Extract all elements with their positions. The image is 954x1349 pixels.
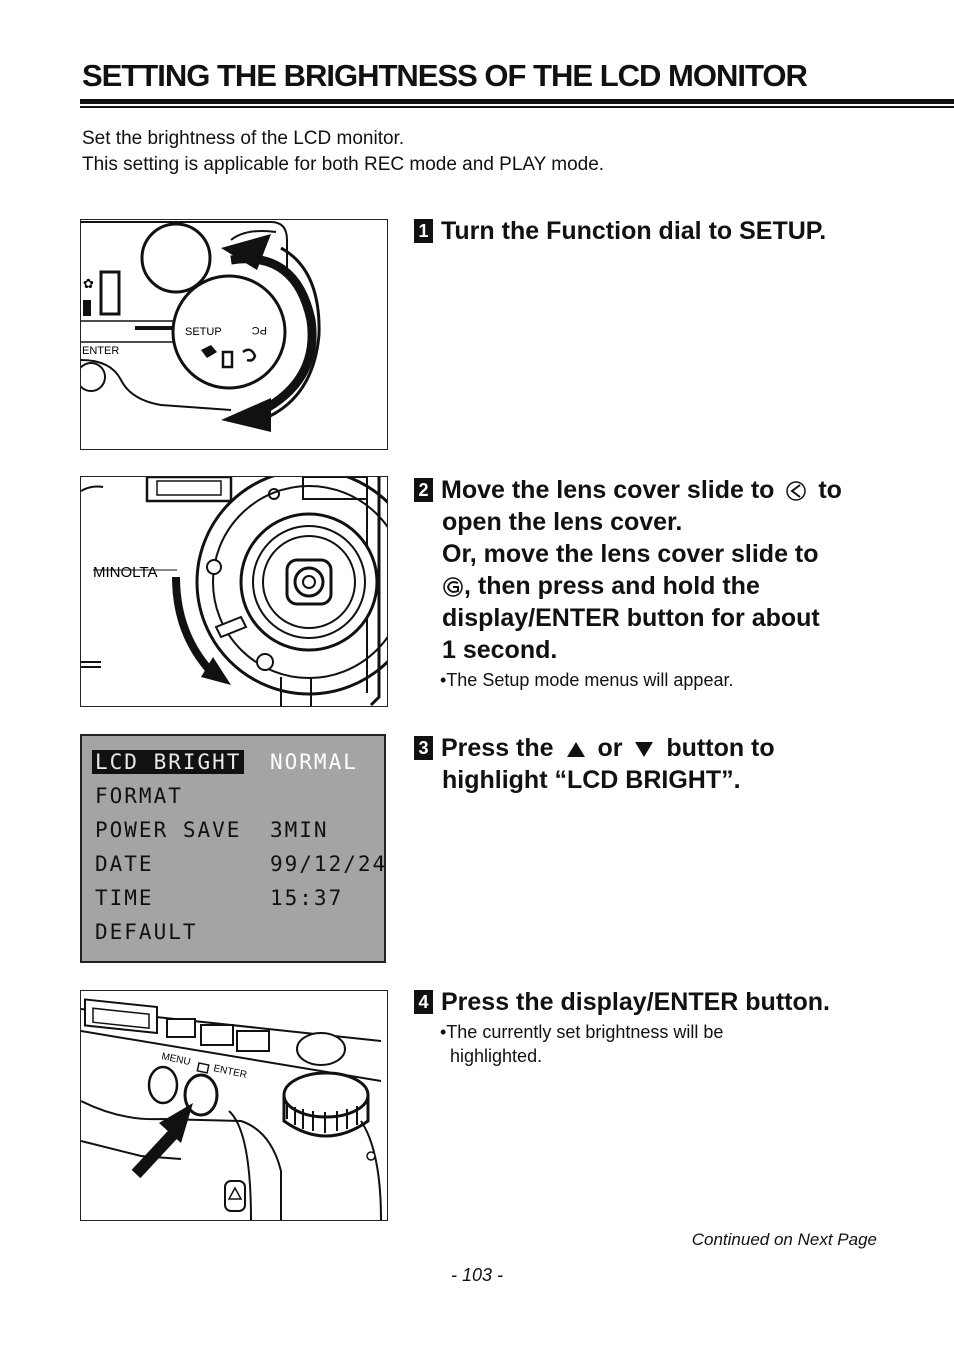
lens-open-icon bbox=[786, 481, 807, 502]
display-enter-button bbox=[183, 1073, 219, 1117]
step-2-heading-line-5: display/ENTER button for about bbox=[442, 604, 820, 632]
intro-line-1: Set the brightness of the LCD monitor. bbox=[82, 128, 405, 149]
function-dial-illustration: ✿ ENTER SETUP PC bbox=[80, 219, 388, 450]
down-triangle-icon bbox=[635, 742, 654, 758]
lcd-row-label: POWER SAVE bbox=[95, 818, 242, 842]
menu-button bbox=[147, 1065, 179, 1105]
lcd-row-value: NORMAL bbox=[270, 750, 358, 774]
lcd-row-label: TIME bbox=[95, 886, 154, 910]
lcd-row-time: TIME 15:37 bbox=[95, 884, 341, 912]
step-3-heading-line-2: highlight “LCD BRIGHT”. bbox=[442, 766, 741, 794]
lcd-row-value: 3MIN bbox=[270, 818, 329, 842]
step-1: 1 Turn the Function dial to SETUP. bbox=[414, 215, 914, 247]
step-4: 4 Press the display/ENTER button. •The cu… bbox=[414, 986, 914, 1068]
step-3-heading-part-a: Press the bbox=[441, 734, 554, 762]
step-number: 3 bbox=[414, 736, 433, 760]
enter-label: ENTER bbox=[82, 345, 119, 357]
enter-button-illustration: MENU ENTER bbox=[80, 990, 388, 1221]
function-dial bbox=[171, 274, 287, 390]
step-2-note: •The Setup mode menus will appear. bbox=[440, 670, 734, 690]
lcd-row-format: FORMAT bbox=[95, 782, 183, 810]
continued-note: Continued on Next Page bbox=[691, 1230, 877, 1249]
lens-play-icon bbox=[443, 577, 463, 598]
lens-cover-illustration: MINOLTA bbox=[80, 476, 388, 707]
step-2-heading-line-4: , then press and hold the bbox=[464, 572, 760, 600]
enter-label: ENTER bbox=[212, 1063, 247, 1081]
lcd-row-label: DEFAULT bbox=[95, 920, 198, 944]
lcd-row-lcd-bright: LCD BRIGHT NORMAL bbox=[92, 748, 356, 776]
step-3-heading-part-c: button to bbox=[666, 734, 775, 762]
lcd-setup-menu: LCD BRIGHT NORMAL FORMAT POWER SAVE 3MIN D… bbox=[80, 734, 386, 963]
step-2-heading-part-a: Move the lens cover slide to bbox=[441, 476, 775, 504]
step-2-heading-line-3: Or, move the lens cover slide to bbox=[442, 540, 819, 568]
lcd-row-value: 15:37 bbox=[270, 886, 344, 910]
up-triangle-icon bbox=[566, 742, 585, 758]
step-4-note: •The currently set brightness will be hi… bbox=[440, 1022, 724, 1066]
brand-label: MINOLTA bbox=[93, 564, 157, 581]
lcd-row-default: DEFAULT bbox=[95, 918, 198, 946]
lcd-row-label: DATE bbox=[95, 852, 154, 876]
intro-text: Set the brightness of the LCD monitor. T… bbox=[82, 126, 604, 178]
step-4-heading: Press the display/ENTER button. bbox=[441, 988, 830, 1016]
step-3-heading-part-b: or bbox=[597, 734, 623, 762]
title-rule-thick bbox=[80, 99, 954, 104]
lcd-row-label: FORMAT bbox=[95, 784, 183, 808]
step-2-heading-line-2: open the lens cover. bbox=[442, 508, 683, 536]
intro-line-2: This setting is applicable for both REC … bbox=[82, 154, 605, 175]
lcd-row-power-save: POWER SAVE 3MIN bbox=[95, 816, 327, 844]
page-title: SETTING THE BRIGHTNESS OF THE LCD MONITO… bbox=[82, 58, 808, 93]
page-number: - 103 - bbox=[450, 1265, 504, 1285]
step-2-heading-part-b: to bbox=[818, 476, 842, 504]
dial-setup-label: SETUP bbox=[185, 326, 222, 338]
step-2: 2 Move the lens cover slide to to open th… bbox=[414, 474, 914, 692]
rotate-arrow-icon bbox=[230, 254, 317, 425]
step-number: 4 bbox=[414, 990, 433, 1014]
menu-label: MENU bbox=[160, 1051, 191, 1068]
svg-text:✿: ✿ bbox=[83, 277, 94, 292]
step-2-heading-line-6: 1 second. bbox=[442, 636, 558, 664]
step-1-heading: Turn the Function dial to SETUP. bbox=[441, 217, 827, 245]
lcd-row-value: 99/12/24 bbox=[270, 852, 388, 876]
press-arrow-icon bbox=[131, 1126, 181, 1179]
lcd-row-label-highlighted: LCD BRIGHT bbox=[92, 750, 245, 774]
title-rule-thin bbox=[80, 106, 954, 108]
step-number: 2 bbox=[414, 478, 433, 502]
dial-pc-label: PC bbox=[252, 324, 267, 336]
lcd-row-date: DATE 99/12/24 bbox=[95, 850, 385, 878]
step-3: 3 Press the or button to highlight “LCD B… bbox=[414, 732, 914, 796]
step-number: 1 bbox=[414, 219, 433, 243]
